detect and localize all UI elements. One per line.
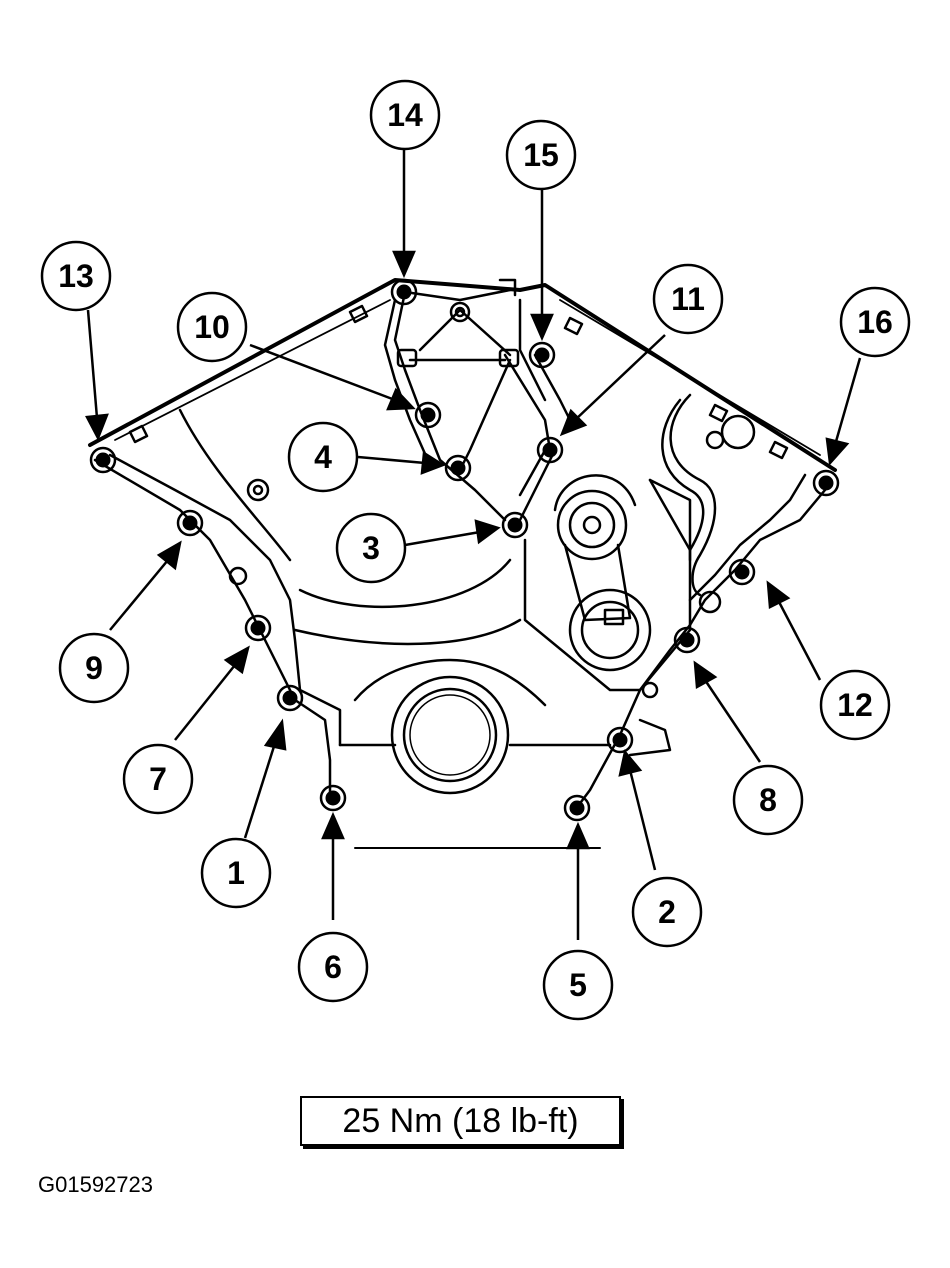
bolt-11 bbox=[536, 436, 564, 464]
callout-10: 10 bbox=[176, 291, 248, 363]
callout-label: 1 bbox=[227, 855, 245, 891]
bolt-6 bbox=[319, 784, 347, 812]
callout-label: 12 bbox=[837, 687, 873, 723]
callout-6: 6 bbox=[297, 931, 369, 1003]
callout-5: 5 bbox=[542, 949, 614, 1021]
callout-label: 15 bbox=[523, 137, 559, 173]
bolt-4 bbox=[444, 454, 472, 482]
callout-label: 16 bbox=[857, 304, 893, 340]
callout-9: 9 bbox=[58, 632, 130, 704]
callout-11: 11 bbox=[652, 263, 724, 335]
callout-label: 13 bbox=[58, 258, 94, 294]
callout-label: 8 bbox=[759, 782, 777, 818]
bolt-13 bbox=[89, 446, 117, 474]
callout-label: 4 bbox=[314, 439, 332, 475]
callout-8: 8 bbox=[732, 764, 804, 836]
callout-label: 14 bbox=[387, 97, 423, 133]
callout-3: 3 bbox=[335, 512, 407, 584]
callout-label: 9 bbox=[85, 650, 103, 686]
bolt-14 bbox=[390, 278, 418, 306]
callout-label: 7 bbox=[149, 761, 167, 797]
callout-label: 3 bbox=[362, 530, 380, 566]
callout-1: 1 bbox=[200, 837, 272, 909]
callout-2: 2 bbox=[631, 876, 703, 948]
cover-outline bbox=[88, 278, 837, 849]
callout-label: 10 bbox=[194, 309, 230, 345]
bolt-12 bbox=[728, 558, 756, 586]
callout-label: 5 bbox=[569, 967, 587, 1003]
leader-arrows bbox=[85, 150, 862, 940]
callout-13: 13 bbox=[40, 240, 112, 312]
callout-12: 12 bbox=[819, 669, 891, 741]
bolt-2 bbox=[606, 726, 634, 754]
callout-15: 15 bbox=[505, 119, 577, 191]
bolt-8 bbox=[673, 626, 701, 654]
bolt-9 bbox=[176, 509, 204, 537]
figure-id: G01592723 bbox=[38, 1172, 153, 1197]
bolt-3 bbox=[501, 511, 529, 539]
callout-label: 2 bbox=[658, 894, 676, 930]
bolts bbox=[89, 278, 840, 822]
bolt-1 bbox=[276, 684, 304, 712]
callout-7: 7 bbox=[122, 743, 194, 815]
callout-4: 4 bbox=[287, 421, 359, 493]
bolt-16 bbox=[812, 469, 840, 497]
callout-16: 16 bbox=[839, 286, 911, 358]
torque-spec-label: 25 Nm (18 lb-ft) bbox=[300, 1096, 621, 1146]
bolt-7 bbox=[244, 614, 272, 642]
callout-14: 14 bbox=[369, 79, 441, 151]
bolt-10 bbox=[414, 401, 442, 429]
callout-label: 6 bbox=[324, 949, 342, 985]
callout-label: 11 bbox=[671, 281, 705, 317]
bolt-15 bbox=[528, 341, 556, 369]
bolt-5 bbox=[563, 794, 591, 822]
callout-circles: 1 2 3 4 5 6 7 8 9 10 11 12 13 14 15 16 bbox=[40, 79, 911, 1021]
